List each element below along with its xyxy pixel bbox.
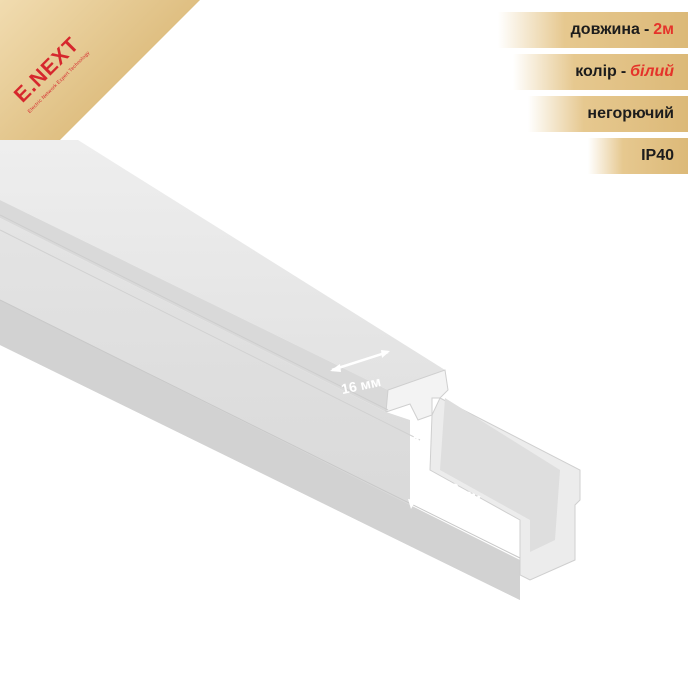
feature-nonflammable: негорючий [528,96,688,132]
duct-lid-front [0,200,388,412]
duct-lid-end [385,369,449,421]
feature-ip-rating-label: IP40 [641,147,674,164]
feature-length-separator: - [643,21,650,38]
duct-base-bottom [0,300,520,600]
feature-color: колір - білий [513,54,688,90]
feature-color-label: колір [575,63,617,80]
feature-length: довжина - 2м [498,12,688,48]
feature-nonflammable-label: негорючий [587,105,674,122]
feature-length-value: 2м [653,21,674,38]
duct-lid-top [0,140,445,390]
feature-length-label: довжина [570,21,640,38]
feature-ip-rating: IP40 [588,138,688,174]
duct-channel [440,398,560,552]
feature-color-value: білий [630,63,674,80]
feature-color-separator: - [620,63,627,80]
